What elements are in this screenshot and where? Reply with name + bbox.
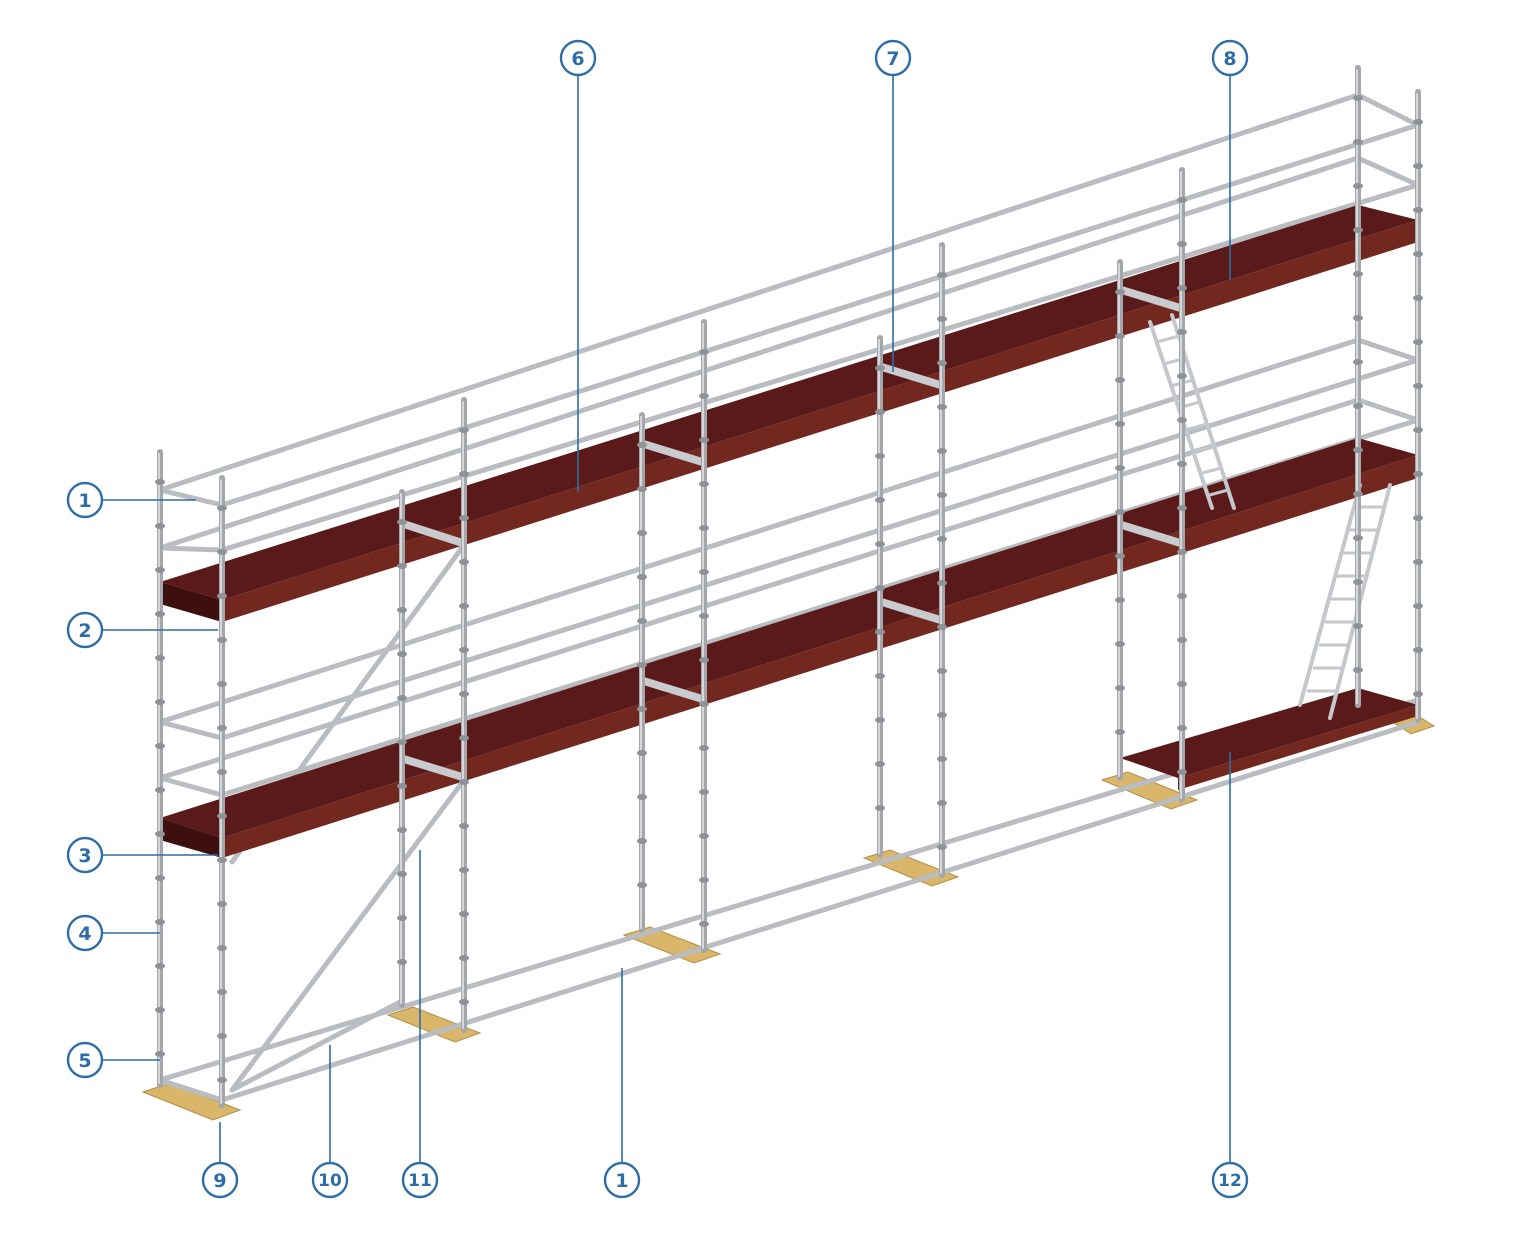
callout-3-label: 3 [78,845,91,867]
callout-3: 3 [66,836,104,874]
callout-10-label: 10 [318,1171,342,1191]
callout-12: 12 [1211,1161,1249,1199]
callout-1-bottom-label: 1 [615,1170,628,1192]
middle-deck [160,438,1418,838]
standards [155,65,1423,1108]
callout-4-label: 4 [78,923,91,945]
callout-5-label: 5 [78,1050,91,1072]
ground-deck [1120,688,1418,778]
callout-11-label: 11 [408,1171,432,1191]
callout-9-label: 9 [213,1170,226,1192]
callout-8: 8 [1211,39,1249,77]
callout-1-left-label: 1 [78,490,91,512]
callout-2-label: 2 [78,620,91,642]
callout-5: 5 [66,1041,104,1079]
callout-11: 11 [401,1161,439,1199]
callout-10: 10 [311,1161,349,1199]
callout-2: 2 [66,611,104,649]
callout-9: 9 [201,1161,239,1199]
callout-6: 6 [559,39,597,77]
callout-1-left: 1 [66,481,104,519]
callout-8-label: 8 [1223,48,1236,70]
upper-deck [160,205,1418,600]
callout-12-label: 12 [1218,1171,1242,1191]
callout-7-label: 7 [886,48,899,70]
callout-4: 4 [66,914,104,952]
callout-7: 7 [874,39,912,77]
callout-1-bottom: 1 [603,1161,641,1199]
callout-leaders [103,76,1231,1162]
callout-6-label: 6 [571,48,584,70]
